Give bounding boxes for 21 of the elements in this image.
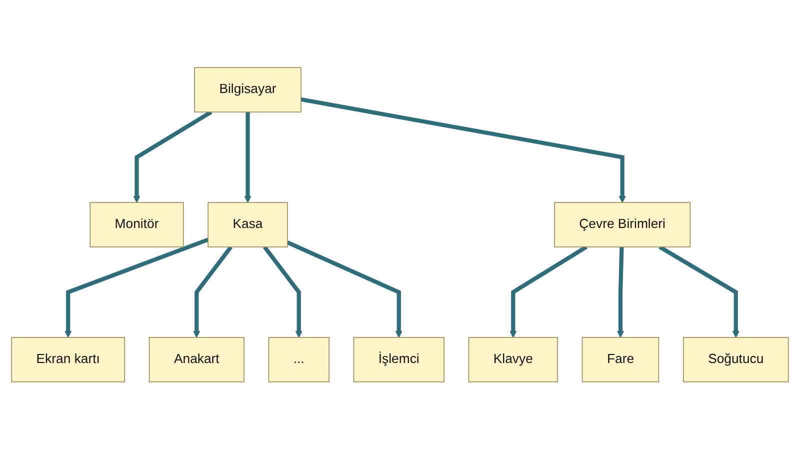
arrow — [64, 238, 209, 338]
arrow — [193, 246, 233, 338]
node-box: ... — [268, 337, 330, 383]
arrow — [510, 245, 588, 338]
arrow — [133, 110, 212, 204]
node-box: Fare — [582, 337, 660, 383]
arrow — [262, 246, 302, 338]
arrow — [286, 240, 402, 338]
arrow — [616, 247, 624, 338]
arrow — [300, 98, 626, 204]
node-box: Soğutucu — [683, 337, 789, 383]
node-box: Anakart — [148, 337, 244, 383]
arrow — [658, 245, 740, 338]
node-box: Klavye — [468, 337, 558, 383]
node-box: Çevre Birimleri — [554, 202, 691, 248]
node-box: Bilgisayar — [194, 67, 302, 113]
node-box: Ekran kartı — [11, 337, 126, 383]
node-box: Monitör — [90, 202, 184, 248]
node-box: Kasa — [208, 202, 288, 248]
arrow — [244, 112, 252, 204]
node-box: İşlemci — [353, 337, 444, 383]
